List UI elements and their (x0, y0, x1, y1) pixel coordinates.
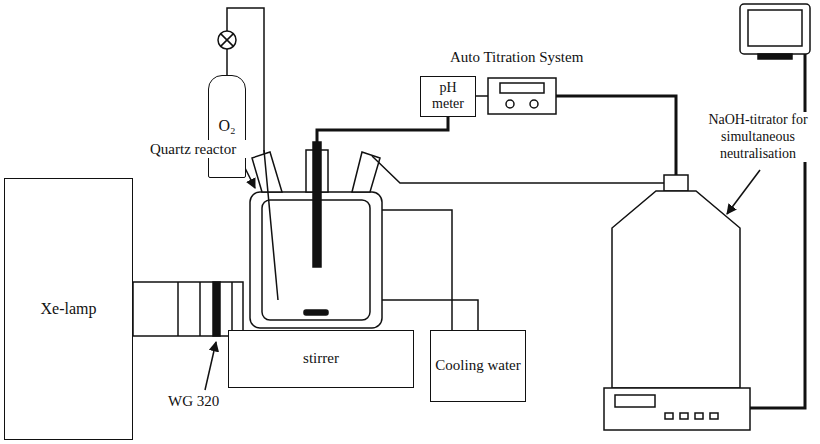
monitor-screen (748, 10, 802, 46)
titrator-button (665, 413, 673, 419)
controller-unit (488, 78, 556, 114)
node-text: Cooling water (435, 357, 520, 374)
cooling-line (382, 300, 478, 330)
valve-cross (221, 34, 234, 47)
node-content: stirrer (303, 350, 339, 367)
titrator-button (680, 413, 688, 419)
stir-bar (304, 310, 328, 315)
tube-ring (199, 282, 201, 336)
filter-label: WG 320 (166, 392, 240, 410)
gas-line (226, 49, 228, 75)
cooling-box: Cooling water (430, 330, 526, 402)
controller-knob (506, 100, 514, 108)
node-content: Xe-lamp (41, 300, 97, 318)
node-text: Xe-lamp (41, 300, 97, 318)
ph-meter-box: pH meter (420, 76, 476, 117)
node-content: O₂ (218, 117, 235, 135)
titrator-display (615, 395, 655, 407)
dosing-tube (372, 156, 664, 183)
gas-tube (264, 150, 278, 300)
gas-cylinder: O₂ (208, 75, 246, 178)
titrator-button (710, 413, 718, 419)
node-content: pH meter (426, 80, 470, 112)
controller-display (500, 83, 544, 93)
node-text: O₂ (218, 117, 235, 135)
signal-cable (476, 95, 488, 97)
tube-ring (177, 282, 179, 336)
controller-knob (530, 100, 538, 108)
node-text: pH meter (426, 80, 470, 112)
lamp-tube (133, 282, 243, 336)
ph-probe (313, 142, 321, 267)
computer-monitor (740, 4, 810, 54)
system-label: Auto Titration System (448, 48, 622, 66)
valve-cross (221, 34, 234, 47)
valve-symbol (218, 31, 236, 49)
node-text: stirrer (303, 350, 339, 367)
reactor-neck (352, 152, 380, 192)
leader-arrow (205, 342, 216, 390)
titrator-base (604, 388, 750, 430)
stirrer-box: stirrer (228, 330, 414, 388)
leader-arrow (727, 170, 760, 214)
cooling-line (382, 210, 452, 330)
signal-cable (556, 96, 676, 175)
lamp-housing: Xe-lamp (4, 178, 133, 440)
titrator-button (695, 413, 703, 419)
monitor-stand (758, 54, 792, 59)
part-label: Quartz reactor (148, 140, 248, 158)
bottle-cap (664, 175, 688, 191)
signal-cable (317, 114, 448, 142)
filter-band (213, 282, 220, 336)
data-cable (750, 54, 805, 408)
titrator-bottle (612, 191, 740, 388)
node-content: Cooling water (435, 357, 520, 374)
tube-ring (231, 282, 233, 336)
part-label: NaOH-titrator for simultaneous neutralis… (697, 112, 819, 162)
